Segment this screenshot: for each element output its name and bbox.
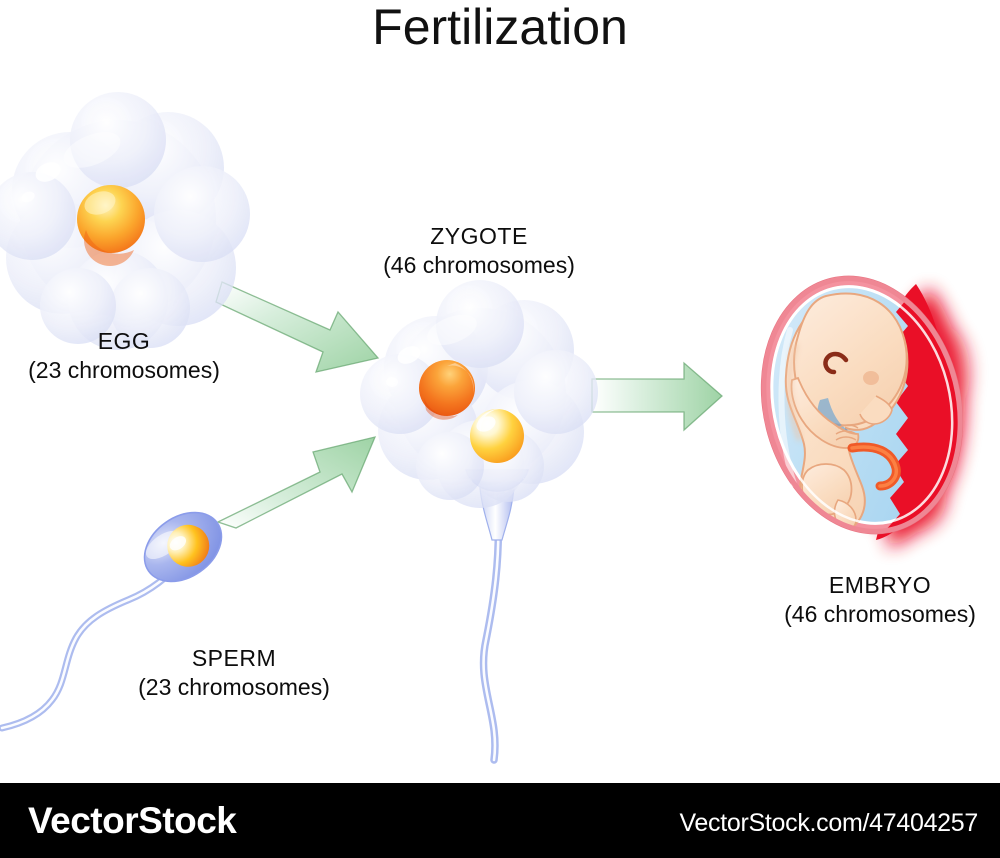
label-zygote: ZYGOTE (46 chromosomes)	[355, 222, 603, 280]
vectorstock-logo: VectorStock	[28, 800, 237, 841]
label-sperm-name: SPERM	[191, 645, 277, 671]
label-egg-name: EGG	[97, 328, 151, 354]
label-embryo: EMBRYO (46 chromosomes)	[756, 571, 1000, 629]
label-sperm-detail: (23 chromosomes)	[138, 674, 330, 700]
page-title: Fertilization	[372, 0, 628, 55]
label-embryo-name: EMBRYO	[828, 572, 932, 598]
zygote-cell-icon	[360, 280, 598, 765]
label-embryo-detail: (46 chromosomes)	[784, 601, 976, 627]
watermark-footer: VectorStock VectorStock.com/47404257	[0, 783, 1000, 858]
arrow-up-right-icon	[216, 436, 377, 529]
label-egg-detail: (23 chromosomes)	[28, 357, 220, 383]
vectorstock-url: VectorStock.com/47404257	[679, 809, 978, 837]
label-zygote-detail: (46 chromosomes)	[383, 252, 575, 278]
label-sperm: SPERM (23 chromosomes)	[110, 644, 358, 702]
label-egg: EGG (23 chromosomes)	[0, 327, 248, 385]
egg-cell-icon	[0, 92, 250, 350]
embryo-in-womb-icon	[760, 275, 970, 548]
arrow-right-icon	[591, 361, 723, 432]
label-zygote-name: ZYGOTE	[430, 223, 528, 249]
